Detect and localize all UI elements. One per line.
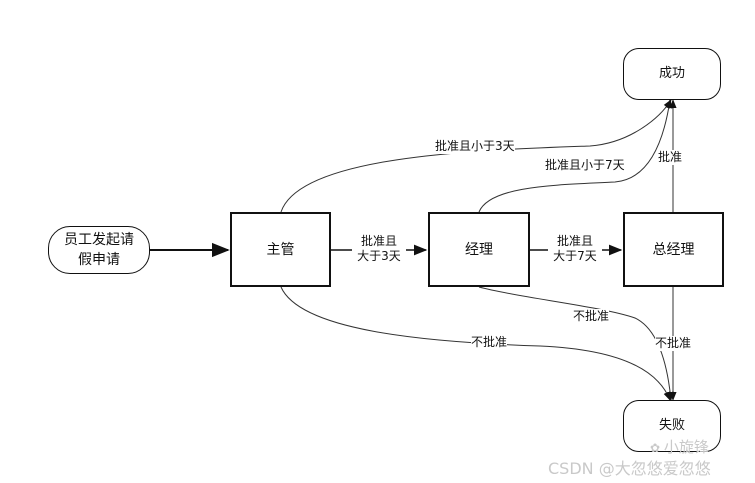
success-end-node: 成功 (623, 48, 721, 100)
manager-label: 经理 (465, 241, 493, 258)
applicant-start-node: 员工发起请 假申请 (48, 226, 150, 274)
edge-label-manager-to-gm: 批准且 大于7天 (548, 234, 602, 264)
edge-label-supervisor-to-manager: 批准且 大于3天 (352, 234, 406, 264)
edge-manager-to-failure (478, 286, 674, 401)
edge-label-mgr-gm-line1: 批准且 (556, 234, 593, 248)
general-manager-label: 总经理 (652, 241, 695, 258)
edge-supervisor-to-success (280, 99, 672, 213)
edge-label-supervisor-to-failure: 不批准 (471, 335, 508, 350)
failure-end-node: 失败 (623, 400, 721, 452)
wechat-icon: ✿ (650, 441, 664, 455)
success-label: 成功 (658, 66, 685, 81)
edge-label-manager-to-failure: 不批准 (573, 309, 610, 324)
edge-label-supervisor-to-success: 批准且小于3天 (435, 139, 515, 154)
edge-label-sup-mgr-line1: 批准且 (360, 234, 397, 248)
wechat-account-name: 小旋锋 (663, 438, 709, 456)
manager-node: 经理 (428, 212, 530, 287)
edge-label-manager-to-success: 批准且小于7天 (545, 158, 625, 173)
failure-label: 失败 (658, 418, 685, 433)
edge-label-gm-to-failure: 不批准 (655, 336, 692, 351)
applicant-label-line1: 员工发起请 (64, 232, 134, 248)
csdn-watermark: CSDN @大忽悠爱忽悠 (548, 459, 711, 478)
edge-manager-to-success (478, 99, 673, 213)
edge-label-gm-to-success: 批准 (658, 150, 683, 165)
applicant-label-line2: 假申请 (78, 252, 120, 268)
edge-label-sup-mgr-line2: 大于3天 (357, 249, 401, 263)
general-manager-node: 总经理 (623, 212, 724, 287)
edge-supervisor-to-failure (280, 286, 671, 401)
supervisor-node: 主管 (230, 212, 331, 287)
wechat-account-watermark: ✿ 小旋锋 (650, 436, 709, 457)
edge-label-mgr-gm-line2: 大于7天 (553, 249, 597, 263)
supervisor-label: 主管 (266, 241, 295, 258)
